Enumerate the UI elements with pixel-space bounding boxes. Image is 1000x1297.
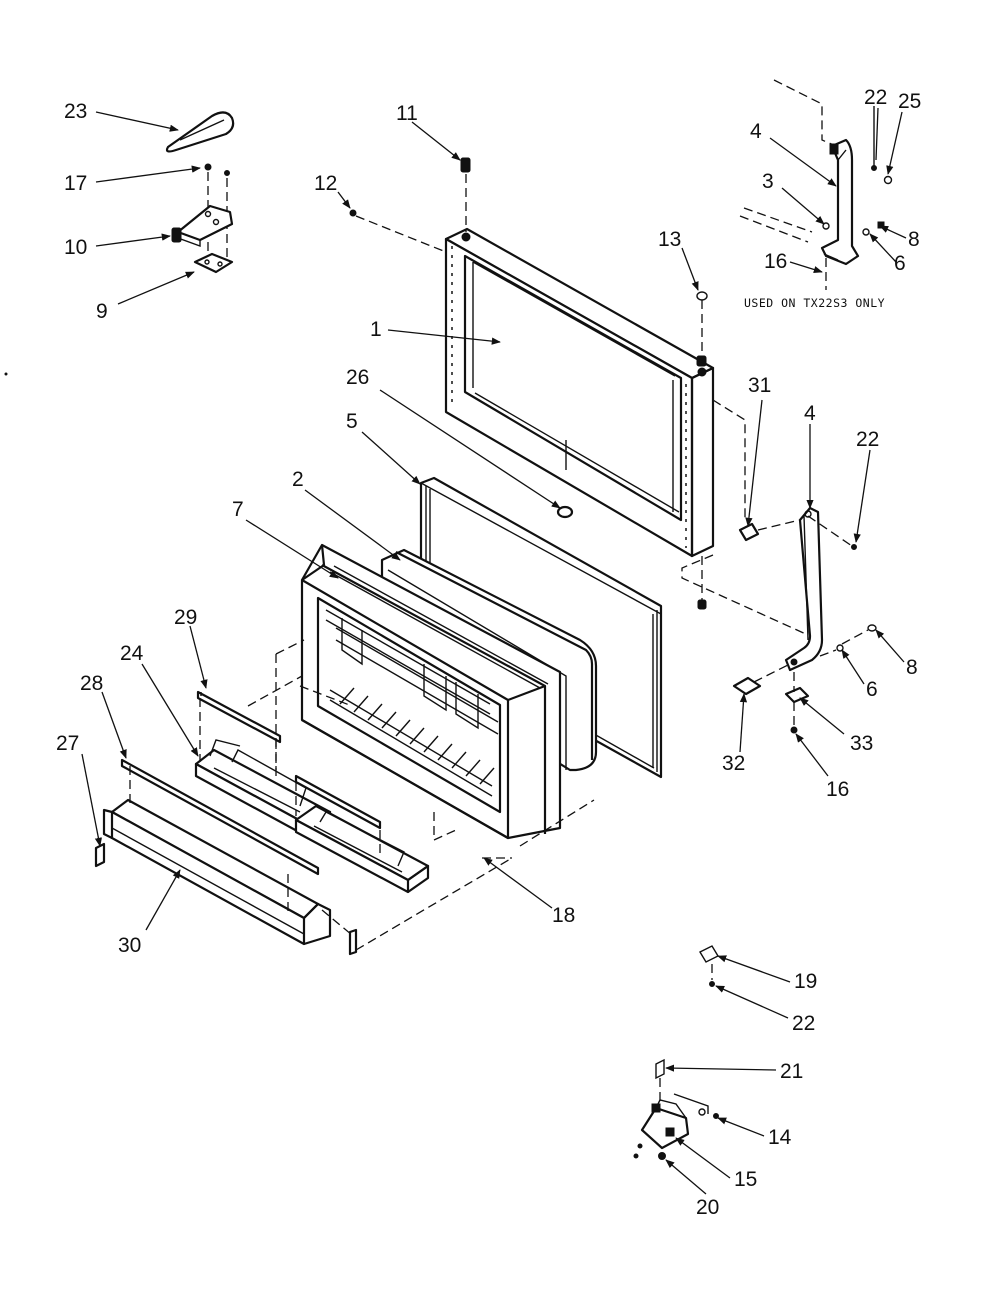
- callout-16-right: 16: [826, 778, 849, 801]
- callout-labels: 23 17 10 9 11 12 13 1 26 5 2 7 29 24 28 …: [56, 86, 921, 1219]
- margin-mark: [4, 372, 8, 376]
- callout-31: 31: [748, 374, 771, 397]
- plug-13: [696, 291, 708, 367]
- callout-7: 7: [232, 498, 244, 521]
- callout-14: 14: [768, 1126, 792, 1149]
- callout-23: 23: [64, 100, 87, 123]
- callout-13: 13: [658, 228, 681, 251]
- callout-17: 17: [64, 172, 87, 195]
- shim-33: [784, 672, 810, 704]
- callout-9: 9: [96, 300, 108, 323]
- shelf-guides: [129, 639, 595, 951]
- callout-19: 19: [794, 970, 817, 993]
- callout-22-lower: 22: [792, 1012, 815, 1035]
- hinge-pin-22-lower: [709, 981, 715, 987]
- callout-30: 30: [118, 934, 141, 957]
- callout-21: 21: [780, 1060, 803, 1083]
- door-stop-19: [699, 945, 719, 980]
- bottom-hinge-15: [633, 1093, 709, 1159]
- callout-33: 33: [850, 732, 873, 755]
- hinge-cover-23: [165, 111, 235, 153]
- callout-6-right: 6: [866, 678, 878, 701]
- shelf-rail-right: [294, 774, 382, 830]
- callout-24: 24: [120, 642, 144, 665]
- hinge-screw-14: [713, 1113, 719, 1119]
- hinge-bushing-21: [655, 1058, 665, 1106]
- leader-lines: [81, 107, 907, 1195]
- callout-10: 10: [64, 236, 87, 259]
- callout-18: 18: [552, 904, 575, 927]
- hinge-shim-31: [738, 519, 801, 542]
- callout-2: 2: [292, 468, 304, 491]
- callout-22-top: 22: [864, 86, 887, 109]
- door-bin-right: [294, 804, 430, 894]
- callout-6-top: 6: [894, 252, 906, 275]
- callout-29: 29: [174, 606, 197, 629]
- callout-8-top: 8: [908, 228, 920, 251]
- callout-12: 12: [314, 172, 337, 195]
- upper-hinge-assembly: [739, 79, 893, 290]
- callout-8-right: 8: [906, 656, 918, 679]
- top-hinge-10: [171, 204, 234, 247]
- inner-door-7: [300, 543, 562, 840]
- screw-12: [349, 209, 447, 253]
- callout-4-top: 4: [750, 120, 762, 143]
- callout-28: 28: [80, 672, 103, 695]
- bin-clip-right: [348, 928, 358, 956]
- door-bin-30: [102, 798, 332, 946]
- callout-1: 1: [370, 318, 382, 341]
- right-hinge-4: [784, 506, 824, 672]
- callout-26: 26: [346, 366, 369, 389]
- callout-11: 11: [396, 102, 418, 125]
- callout-32: 32: [722, 752, 745, 775]
- plug-26: [556, 505, 574, 519]
- bin-clip-27: [94, 842, 106, 868]
- callout-15: 15: [734, 1168, 757, 1191]
- hinge-shim-9: [193, 252, 234, 274]
- hinge-pin-22-right: [807, 515, 857, 550]
- bushing-6-right: [819, 644, 844, 657]
- callout-25: 25: [898, 90, 921, 113]
- door-outer-panel-1: [444, 227, 809, 636]
- callout-20: 20: [696, 1196, 719, 1219]
- hinge-screw-20: [658, 1152, 666, 1160]
- callout-22-right: 22: [856, 428, 879, 451]
- callout-16-top: 16: [764, 250, 787, 273]
- screw-16-right: [790, 702, 798, 734]
- screw-11: [460, 157, 471, 232]
- callout-27: 27: [56, 732, 79, 755]
- callout-3: 3: [762, 170, 774, 193]
- usage-note: USED ON TX22S3 ONLY: [744, 296, 885, 310]
- callout-4-right: 4: [804, 402, 816, 425]
- callout-5: 5: [346, 410, 358, 433]
- shelf-rail-28: [120, 758, 320, 876]
- shelf-rail-29: [196, 690, 282, 744]
- shim-32: [732, 663, 791, 696]
- screw-8-right: [841, 624, 877, 645]
